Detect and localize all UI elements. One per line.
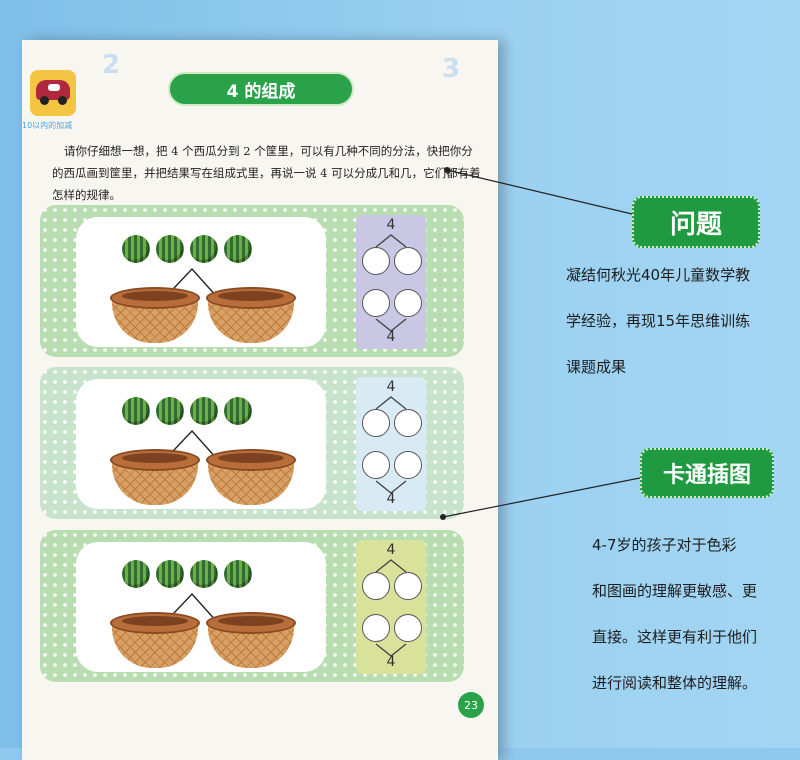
callout-line: 学经验，再现15年思维训练 bbox=[566, 312, 751, 330]
total-number: 4 bbox=[386, 542, 396, 558]
answer-circle[interactable] bbox=[362, 409, 390, 437]
watermelon-icon bbox=[190, 397, 218, 425]
callout-tag-illustration: 卡通插图 bbox=[640, 448, 774, 498]
watermelon-icon bbox=[224, 560, 252, 588]
basket-icon bbox=[206, 612, 296, 668]
callout-line: 4-7岁的孩子对于色彩 bbox=[592, 536, 737, 554]
bond-lines bbox=[375, 396, 407, 494]
watermelon-icon bbox=[122, 560, 150, 588]
bond-lines bbox=[375, 559, 407, 657]
watermelon-icon bbox=[156, 560, 184, 588]
car-logo bbox=[30, 70, 76, 116]
watermelon-icon bbox=[156, 397, 184, 425]
watermelon-icon bbox=[190, 560, 218, 588]
melon-basket-scene bbox=[76, 217, 326, 347]
number-bond-diagram[interactable]: 4 4 bbox=[356, 377, 426, 511]
number-bond-diagram[interactable]: 4 4 bbox=[356, 215, 426, 349]
melon-basket-scene bbox=[76, 542, 326, 672]
callout-tag-problem: 问题 bbox=[632, 196, 760, 248]
answer-circle[interactable] bbox=[362, 289, 390, 317]
number-bond-diagram[interactable]: 4 4 bbox=[356, 540, 426, 674]
watermelon-icon bbox=[122, 235, 150, 263]
decor-number: 2 bbox=[102, 50, 121, 80]
exercise-panel: 4 4 bbox=[40, 367, 464, 519]
book-page: 2 3 10以内的加减 4 的组成 请你仔细想一想，把 4 个西瓜分到 2 个筐… bbox=[22, 40, 498, 760]
callout-line: 直接。这样更有利于他们 bbox=[592, 628, 758, 646]
bond-lines bbox=[375, 234, 407, 332]
callout-text-problem: 凝结何秋光40年儿童数学教 学经验，再现15年思维训练 课题成果 bbox=[566, 252, 750, 390]
callout-line: 课题成果 bbox=[566, 358, 627, 376]
melon-basket-scene bbox=[76, 379, 326, 509]
answer-circle[interactable] bbox=[362, 572, 390, 600]
watermelon-icon bbox=[122, 397, 150, 425]
answer-circle[interactable] bbox=[394, 451, 422, 479]
total-number: 4 bbox=[386, 329, 396, 345]
answer-circle[interactable] bbox=[362, 614, 390, 642]
callout-text-illustration: 4-7岁的孩子对于色彩 和图画的理解更敏感、更 直接。这样更有利于他们 进行阅读… bbox=[592, 522, 757, 706]
answer-circle[interactable] bbox=[362, 247, 390, 275]
watermelon-icon bbox=[224, 397, 252, 425]
answer-circle[interactable] bbox=[394, 614, 422, 642]
answer-circle[interactable] bbox=[362, 451, 390, 479]
exercise-panel: 4 4 bbox=[40, 205, 464, 357]
exercise-panel: 4 4 bbox=[40, 530, 464, 682]
total-number: 4 bbox=[386, 654, 396, 670]
answer-circle[interactable] bbox=[394, 289, 422, 317]
total-number: 4 bbox=[386, 379, 396, 395]
watermelon-icon bbox=[190, 235, 218, 263]
watermelon-icon bbox=[156, 235, 184, 263]
callout-line: 进行阅读和整体的理解。 bbox=[592, 674, 758, 692]
watermelon-icon bbox=[224, 235, 252, 263]
instruction-text: 请你仔细想一想，把 4 个西瓜分到 2 个筐里，可以有几种不同的分法，快把你分的… bbox=[52, 144, 481, 202]
page-title: 4 的组成 bbox=[168, 72, 354, 106]
answer-circle[interactable] bbox=[394, 247, 422, 275]
callout-line: 和图画的理解更敏感、更 bbox=[592, 582, 758, 600]
answer-circle[interactable] bbox=[394, 572, 422, 600]
section-tag: 10以内的加减 bbox=[22, 121, 73, 130]
page-number: 23 bbox=[458, 692, 484, 718]
total-number: 4 bbox=[386, 217, 396, 233]
callout-line: 凝结何秋光40年儿童数学教 bbox=[566, 266, 751, 284]
decor-number: 3 bbox=[442, 54, 461, 84]
total-number: 4 bbox=[386, 491, 396, 507]
answer-circle[interactable] bbox=[394, 409, 422, 437]
